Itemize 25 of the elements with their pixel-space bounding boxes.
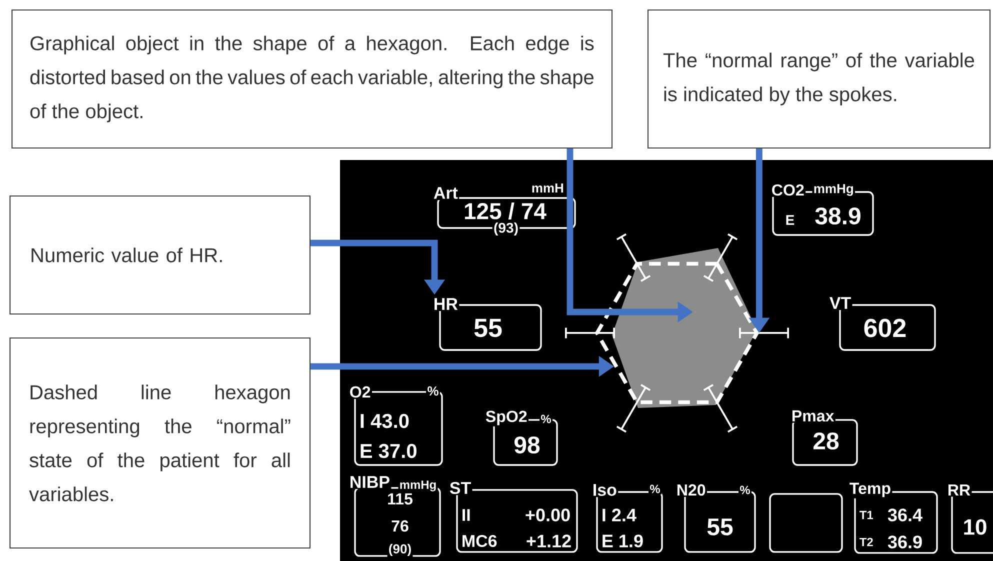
readout-box: Temp T1 36.4 T2 36.9	[848, 482, 938, 554]
node-label: VT	[830, 297, 851, 309]
empty-box	[769, 493, 843, 553]
callout-box: Numeric value of HR.	[9, 195, 311, 315]
readout-box: SpO2 % 98	[484, 410, 558, 466]
readout-box: VT 602	[828, 296, 936, 351]
readout-box: ST II +0.00 MC6 +1.12	[448, 480, 578, 553]
readout-box: Pmax 28	[790, 409, 858, 466]
node-label: Pmax	[792, 410, 834, 422]
readout-box: Iso % I 2.4 E 1.9	[591, 482, 663, 553]
node-label: %	[650, 484, 660, 494]
node-label: NIBP	[350, 476, 390, 488]
node-label: mmH	[532, 184, 564, 192]
readout-box: Art mmH 125 / 74 (93)	[432, 182, 576, 237]
readout-box: O2 % I 43.0 E 37.0	[348, 385, 443, 466]
callout-box: The “normal range” of the variable is indicated by the spokes.	[647, 9, 991, 149]
callout-box: Graphical object in the shape of a hexagon. Each edge is distorted based on the values of each variable, altering the shape of the object.	[11, 9, 613, 149]
node-label: Art	[434, 187, 458, 199]
callout-box: Dashed line hexagon representing the “normal” state of the patient for all variables.	[9, 337, 311, 549]
readout-box: RR 10	[946, 483, 993, 554]
hexagon-shape	[612, 248, 757, 408]
readout-box: CO2 mmHg E 38.9	[770, 182, 874, 236]
readout-box: HR 55	[432, 296, 542, 351]
readout-box: N20 % 55	[675, 483, 756, 553]
readout-box: NIBP mmHg 115 76 (90)	[348, 474, 441, 558]
